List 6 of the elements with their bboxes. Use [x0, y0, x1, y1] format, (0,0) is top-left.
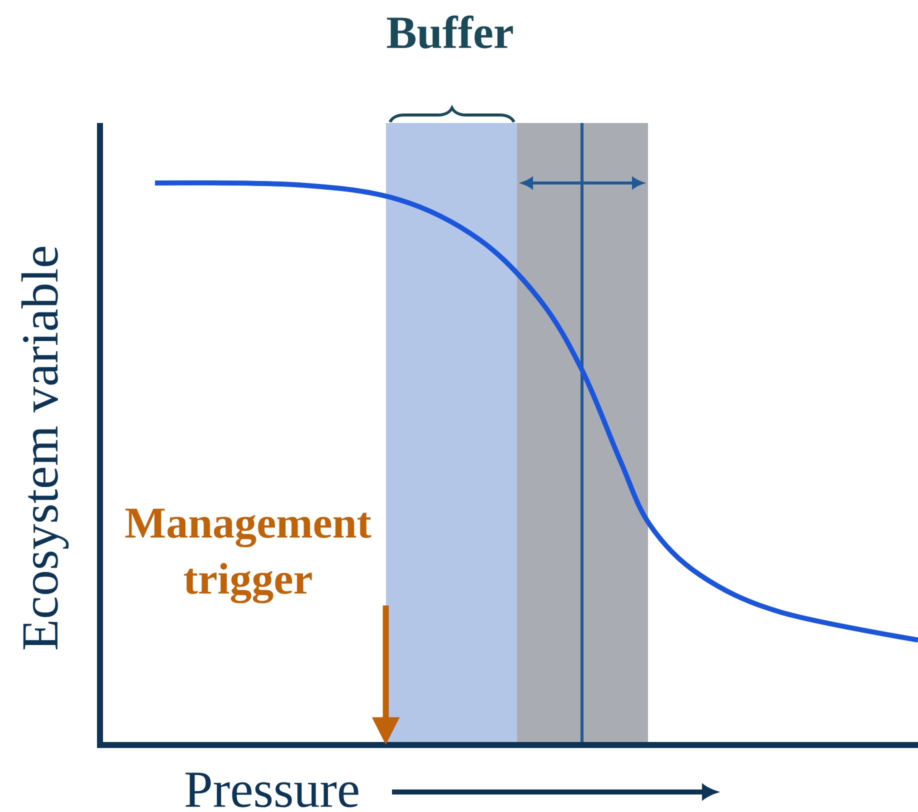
buffer-band	[386, 123, 517, 745]
brace-label: Buffer	[386, 16, 513, 48]
axis-title: Pressure	[185, 772, 358, 808]
annotation-text: Management trigger	[125, 508, 372, 604]
axis-title: Ecosystem variable	[21, 246, 69, 650]
uncertainty-band	[517, 123, 648, 745]
